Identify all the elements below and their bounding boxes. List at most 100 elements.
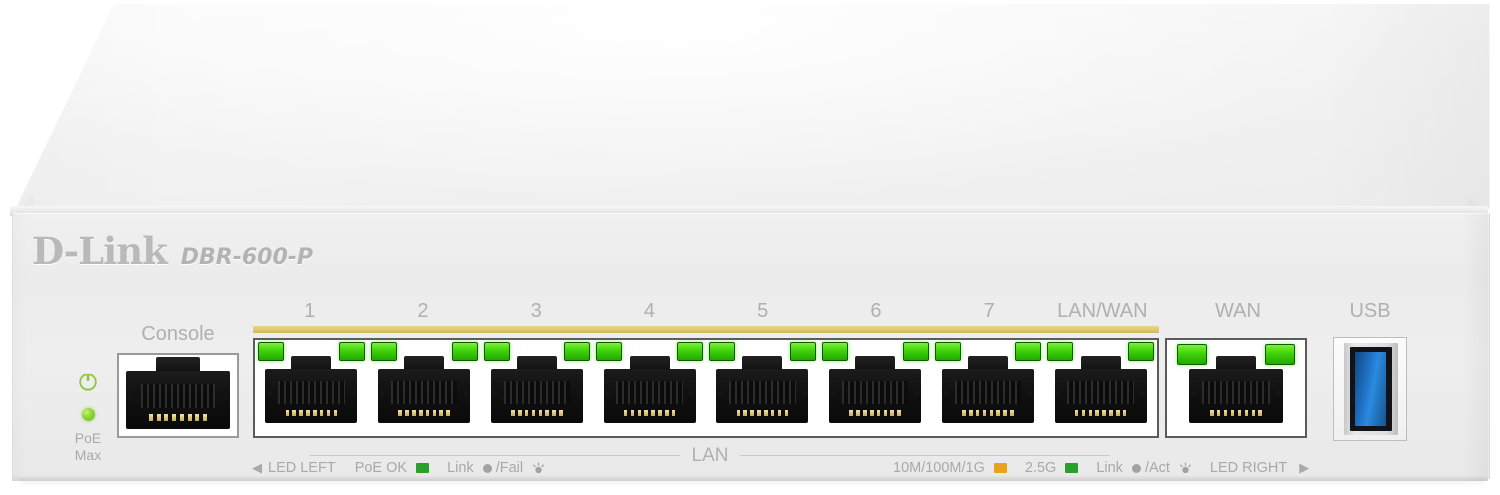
lan-port-3-led-left — [483, 342, 510, 361]
rj45-notch-left — [128, 394, 134, 400]
lan-port-5[interactable] — [706, 340, 819, 436]
rj45-notch-right — [222, 394, 228, 400]
rj45-notch-left — [267, 390, 272, 396]
model-number: DBR-600-P — [180, 245, 314, 270]
usb-mouth — [1350, 347, 1392, 431]
lan-port-1-led-left — [258, 342, 284, 361]
rj45-notch-right — [802, 390, 807, 396]
usb-port[interactable] — [1333, 337, 1407, 441]
rj45-pins — [849, 409, 901, 416]
lan-port-number-row: 1 2 3 4 5 6 7 LAN/WAN — [253, 298, 1159, 324]
rj45-pins — [148, 414, 208, 421]
rj45-notch-left — [605, 390, 610, 396]
wan-led-left — [1177, 344, 1207, 365]
lan-port-3[interactable] — [480, 340, 594, 436]
lan-wan-port-led-left — [1047, 342, 1074, 361]
rj45-ribs — [140, 383, 216, 408]
lan-group-label: LAN — [691, 444, 729, 466]
console-port[interactable] — [117, 353, 239, 438]
lan-port-6-led-right — [902, 342, 929, 361]
rj45-ribs — [390, 381, 458, 404]
rj45-ribs — [954, 381, 1022, 404]
legend-right-act-label: /Act — [1144, 460, 1170, 476]
chassis-front-lip — [10, 206, 1488, 216]
lan-port-4-led-left — [596, 342, 623, 361]
rj45-jack-graphic — [823, 354, 928, 430]
lan-wan-port-jack — [1048, 354, 1153, 430]
rj45-body — [490, 369, 583, 424]
rj45-body — [126, 371, 230, 429]
rj45-notch-left — [943, 390, 949, 396]
rj45-ribs — [1067, 381, 1134, 404]
lan-accent-bar — [253, 326, 1159, 333]
status-indicator-group: PoE Max — [58, 370, 118, 464]
rj45-body — [829, 369, 922, 424]
lan-port-label-lan-wan: LAN/WAN — [1057, 300, 1148, 322]
rj45-body — [941, 369, 1034, 424]
lan-port-5-jack — [710, 354, 815, 430]
rj45-ribs — [503, 381, 571, 404]
rj45-notch-right — [914, 390, 920, 396]
rj45-body — [378, 369, 471, 424]
lan-port-label-1: 1 — [304, 300, 316, 322]
rj45-pins — [1209, 409, 1263, 416]
rj45-notch-right — [463, 390, 469, 396]
lan-port-6[interactable] — [818, 340, 932, 436]
wan-port[interactable] — [1165, 338, 1307, 438]
legend-left-title: LED LEFT — [268, 460, 336, 476]
lan-port-label-2: 2 — [417, 300, 429, 322]
lan-bracket-rule-right — [740, 454, 1110, 456]
lan-port-7-jack — [936, 354, 1041, 430]
lan-port-1[interactable] — [255, 340, 368, 436]
poe-label-line1: PoE — [74, 430, 102, 446]
chassis-top-cover — [12, 4, 1490, 216]
lan-port-label-5: 5 — [757, 300, 769, 322]
lan-port-label-4: 4 — [643, 300, 655, 322]
legend-speed-10-100-1g-label: 10M/100M/1G — [893, 460, 985, 476]
console-label: Console — [141, 323, 215, 345]
front-face-bottom-edge — [12, 476, 1488, 481]
rj45-ribs — [616, 381, 683, 404]
rj45-notch-right — [576, 390, 582, 396]
legend-left-arrow-icon: ◀ — [252, 460, 262, 475]
rj45-pins — [736, 409, 789, 416]
usb-shell — [1344, 343, 1398, 435]
legend-speed-25g-label: 2.5G — [1024, 460, 1057, 476]
rj45-notch-right — [351, 390, 356, 396]
legend-left-fail-label: /Fail — [495, 460, 524, 476]
rj45-ribs — [729, 381, 796, 404]
rj45-pins — [623, 409, 676, 416]
rj45-jack-graphic — [1048, 354, 1153, 430]
wan-led-right — [1265, 344, 1295, 365]
rj45-body — [1189, 369, 1283, 424]
rj45-notch-right — [1140, 390, 1145, 396]
lan-port-2[interactable] — [367, 340, 481, 436]
rj45-notch-right — [1276, 390, 1281, 396]
poe-max-led — [81, 408, 95, 421]
lan-port-5-led-right — [789, 342, 816, 361]
lan-port-4[interactable] — [593, 340, 706, 436]
legend-right-link-dot-icon — [1131, 463, 1141, 473]
rj45-pins — [511, 409, 563, 416]
rj45-pins — [285, 409, 338, 416]
rj45-jack-graphic — [710, 354, 815, 430]
lan-port-2-jack — [372, 354, 477, 430]
rj45-notch-right — [689, 390, 694, 396]
rj45-jack-graphic — [1183, 354, 1289, 430]
usb-label: USB — [1349, 300, 1391, 322]
lan-port-4-jack — [597, 354, 702, 430]
rj45-jack-graphic — [372, 354, 477, 430]
lan-port-3-jack — [485, 354, 590, 430]
lan-port-7[interactable] — [931, 340, 1045, 436]
lan-port-lan-wan[interactable] — [1044, 340, 1157, 436]
rj45-ribs — [278, 381, 345, 404]
legend-right-blink-icon — [1179, 462, 1191, 473]
legend-speed-green-swatch-icon — [1065, 463, 1079, 473]
rj45-jack-graphic — [259, 354, 364, 430]
lan-wan-port-led-right — [1128, 342, 1154, 361]
rj45-body — [716, 369, 809, 424]
rj45-notch-left — [718, 390, 723, 396]
rj45-body — [603, 369, 696, 424]
lan-port-label-7: 7 — [983, 300, 995, 322]
legend-poe-ok-swatch-icon — [416, 463, 430, 473]
